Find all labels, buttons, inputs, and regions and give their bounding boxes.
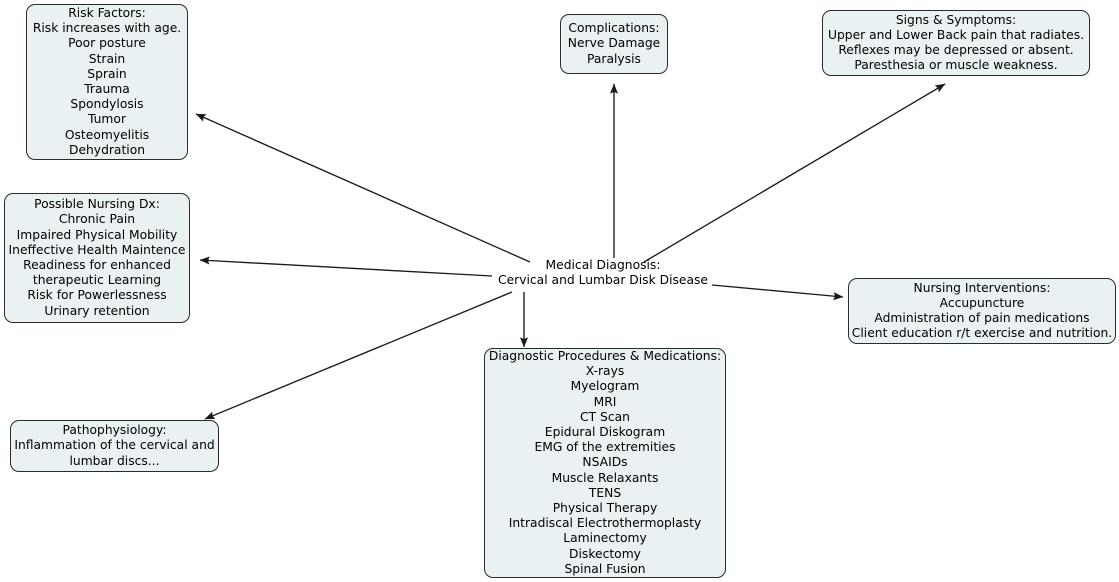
node-line: Reflexes may be depressed or absent. — [838, 43, 1074, 57]
node-line: Trauma — [84, 82, 130, 96]
node-line: Epidural Diskogram — [544, 425, 666, 439]
node-line: MRI — [593, 394, 617, 409]
node-line: TENS — [588, 485, 622, 500]
node-line: Paralysis — [587, 51, 641, 66]
node-diagnostic-procedures-and-medications[interactable]: Diagnostic Procedures & Medications: X-r… — [484, 348, 726, 578]
node-line: EMG of the extremities — [534, 440, 676, 455]
node-line: Accupuncture — [939, 295, 1025, 310]
node-line: Signs & Symptoms: — [895, 12, 1017, 27]
node-line: Impaired Physical Mobility — [16, 227, 178, 242]
edge-hub-to-pathophysiology — [204, 291, 513, 420]
node-line: Ineffective Health Maintence — [8, 242, 186, 257]
node-line: Nursing Interventions: — [913, 280, 1051, 295]
node-line: Physical Therapy — [552, 501, 658, 516]
node-line: Muscle Relaxants — [551, 470, 659, 485]
node-line: Laminectomy — [563, 531, 647, 546]
node-line: Pathophysiology: — [62, 423, 167, 438]
node-line: Risk for Powerlessness — [27, 288, 167, 303]
node-line: Dehydration — [68, 142, 146, 157]
node-line: Possible Nursing Dx: — [34, 197, 160, 212]
node-line: Poor posture — [68, 36, 146, 51]
node-medical-diagnosis-hub[interactable]: Medical Diagnosis: Cervical and Lumbar D… — [493, 258, 713, 288]
node-signs-and-symptoms[interactable]: Signs & Symptoms: Upper and Lower Back p… — [822, 10, 1090, 76]
node-line: NSAIDs — [582, 455, 628, 470]
node-line: Spinal Fusion — [564, 561, 646, 576]
node-line: lumbar discs... — [69, 453, 160, 468]
node-line: Intradiscal Electrothermoplasty — [508, 516, 702, 531]
node-line: Spondylosis — [70, 97, 144, 112]
hub-line: Cervical and Lumbar Disk Disease — [498, 273, 708, 288]
node-line: Readiness for enhanced — [23, 258, 171, 272]
node-line: therapeutic Learning — [32, 273, 162, 288]
node-line: Client education r/t exercise and nutrit… — [851, 326, 1113, 341]
node-complications[interactable]: Complications: Nerve Damage Paralysis — [560, 14, 668, 74]
node-line: Diskectomy — [569, 546, 641, 561]
node-line: Myelogram — [570, 379, 640, 394]
edge-hub-to-risk-factors — [195, 113, 531, 263]
node-line: Chronic Pain — [58, 212, 136, 227]
edge-hub-to-possible-nursing-dx — [199, 256, 493, 277]
node-nursing-interventions[interactable]: Nursing Interventions: Accupuncture Admi… — [848, 278, 1116, 344]
node-pathophysiology[interactable]: Pathophysiology: Inflammation of the cer… — [10, 420, 219, 472]
node-line: X-rays — [585, 364, 625, 379]
node-line: Risk Factors: — [68, 5, 146, 20]
node-line: Inflammation of the cervical and — [14, 438, 215, 453]
node-line: Administration of pain medications — [874, 311, 1090, 325]
node-line: Diagnostic Procedures & Medications: — [488, 348, 722, 363]
node-line: CT Scan — [580, 409, 630, 424]
hub-line: Medical Diagnosis: — [545, 258, 661, 272]
node-line: Risk increases with age. — [32, 21, 182, 36]
node-line: Osteomyelitis — [64, 127, 150, 142]
node-line: Strain — [88, 51, 126, 66]
node-line: Sprain — [87, 66, 127, 81]
node-risk-factors[interactable]: Risk Factors: Risk increases with age. P… — [26, 4, 188, 160]
node-line: Upper and Lower Back pain that radiates. — [827, 27, 1085, 42]
edge-hub-to-nursing-interventions — [711, 284, 844, 301]
node-line: Urinary retention — [44, 303, 150, 318]
edge-hub-to-signs-and-symptoms — [643, 83, 946, 263]
node-line: Complications: — [568, 21, 660, 36]
node-possible-nursing-dx[interactable]: Possible Nursing Dx: Chronic Pain Impair… — [4, 193, 190, 323]
node-line: Paresthesia or muscle weakness. — [854, 58, 1058, 73]
node-line: Tumor — [88, 112, 126, 127]
node-line: Nerve Damage — [567, 36, 661, 51]
